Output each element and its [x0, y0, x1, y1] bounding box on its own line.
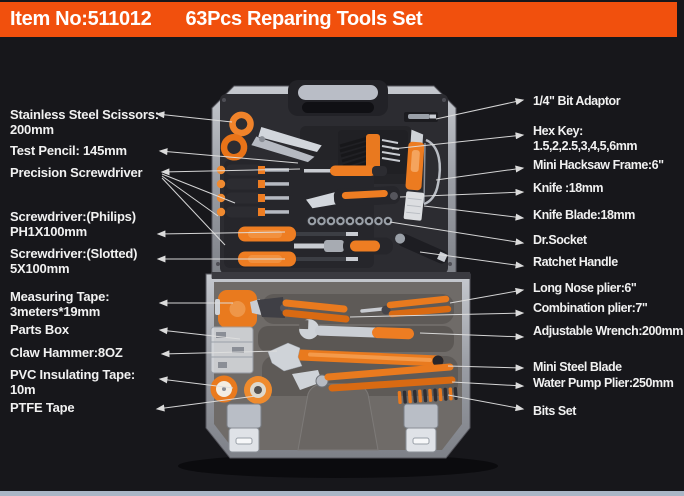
callout-bits-set: Bits Set	[533, 404, 576, 418]
leader-lines	[155, 98, 525, 412]
callout-test-pencil: Test Pencil: 145mm	[10, 143, 127, 158]
callout-dr-socket: Dr.Socket	[533, 233, 587, 247]
photo-bottom-edge	[0, 491, 684, 496]
hinge-seam	[212, 272, 470, 279]
callout-claw-hammer: Claw Hammer:8OZ	[10, 345, 123, 360]
utility-knife-vertical	[405, 129, 425, 191]
callout-combination-plier: Combination plier:7"	[533, 301, 648, 315]
callout-screwdriver-philips: Screwdriver:(Philips) PH1X100mm	[10, 209, 136, 240]
callout-water-pump-plier: Water Pump Plier:250mm	[533, 376, 674, 390]
product-title: 63Pcs Reparing Tools Set	[185, 8, 423, 30]
measuring-tape	[215, 290, 257, 328]
combination-plier	[250, 297, 350, 323]
pvc-tape-roll	[210, 375, 238, 403]
callout-hex-key: Hex Key: 1.5,2,2.5,3,4,5,6mm	[533, 124, 638, 153]
hex-keys	[338, 130, 408, 174]
callout-mini-steel-blade: Mini Steel Blade	[533, 360, 622, 374]
knife-blades-pack	[403, 191, 425, 221]
callout-screwdriver-slotted: Screwdriver:(Slotted) 5X100mm	[10, 246, 138, 277]
callout-ptfe-tape: PTFE Tape	[10, 400, 75, 415]
hacksaw-frame-icon	[423, 138, 442, 206]
item-number: Item No:511012	[10, 8, 152, 30]
bit-adaptor	[404, 112, 438, 122]
callout-knife: Knife :18mm	[533, 181, 604, 195]
test-pencil	[304, 165, 387, 176]
case-shadow	[178, 454, 498, 478]
callout-bit-adaptor: 1/4" Bit Adaptor	[533, 94, 621, 108]
callout-scissors: Stainless Steel Scissors: 200mm	[10, 107, 159, 138]
callout-hacksaw-frame: Mini Hacksaw Frame:6"	[533, 158, 664, 172]
bits-set	[397, 387, 458, 404]
header-banner: Item No:511012 63Pcs Reparing Tools Set	[0, 2, 677, 37]
callout-adjustable-wrench: Adjustable Wrench:200mm	[533, 324, 683, 338]
callout-measuring-tape: Measuring Tape: 3meters*19mm	[10, 289, 110, 320]
utility-knife	[306, 186, 401, 209]
callout-knife-blade: Knife Blade:18mm	[533, 208, 635, 222]
scissors	[220, 111, 322, 163]
ptfe-tape-roll	[244, 376, 272, 404]
callout-ratchet-handle: Ratchet Handle	[533, 255, 618, 269]
latch-right	[403, 403, 439, 453]
callout-parts-box: Parts Box	[10, 322, 69, 337]
water-pump-plier	[292, 363, 456, 392]
claw-hammer	[267, 342, 444, 372]
long-nose-plier	[360, 295, 452, 318]
callout-long-nose-plier: Long Nose plier:6"	[533, 281, 637, 295]
adjustable-wrench	[299, 319, 415, 340]
socket-row	[306, 215, 394, 227]
driver-handle	[294, 237, 393, 255]
case-handle	[288, 80, 388, 116]
parts-box	[210, 326, 254, 374]
callout-pvc-tape: PVC Insulating Tape: 10m	[10, 367, 136, 398]
callout-precision-screwdriver: Precision Screwdriver	[10, 165, 143, 180]
latch-left	[226, 403, 262, 453]
